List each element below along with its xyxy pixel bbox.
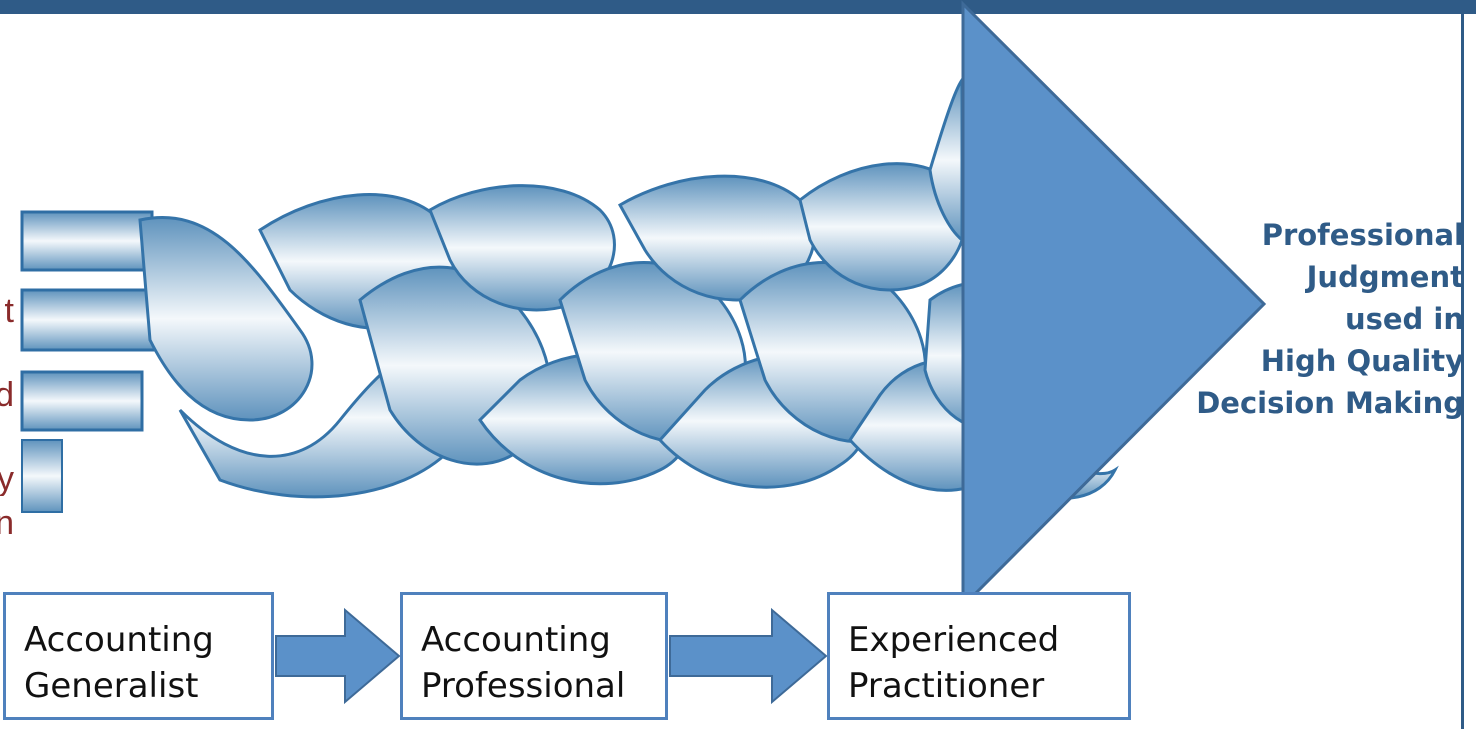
judgment-line-4: High Quality: [1260, 344, 1464, 378]
header-bar: [0, 0, 1476, 14]
stage-3-line-2: Practitioner: [848, 666, 1045, 706]
cut-text-4: n: [0, 506, 14, 540]
stage-1-line-1: Accounting: [24, 620, 214, 660]
stage-box-accounting-professional: Accounting Professional: [400, 592, 668, 720]
stage-2-line-2: Professional: [421, 666, 626, 706]
judgment-line-5: Decision Making: [1196, 386, 1464, 420]
professional-judgment-text: Professional Judgment used in High Quali…: [1124, 214, 1464, 424]
stage-box-accounting-generalist: Accounting Generalist: [3, 592, 274, 720]
judgment-line-1: Professional: [1261, 218, 1464, 252]
braid-strand-stubs: [20, 210, 164, 513]
right-border-rule: [1461, 14, 1464, 729]
judgment-line-3: used in: [1344, 302, 1464, 336]
stage-1-line-2: Generalist: [24, 666, 199, 706]
cut-text-2: d: [0, 378, 14, 412]
arrow-stage2-to-stage3: [669, 607, 828, 705]
judgment-line-2: Judgment: [1306, 260, 1464, 294]
stage-3-line-1: Experienced: [848, 620, 1060, 660]
cut-text-1: t: [4, 294, 14, 328]
stage-2-line-1: Accounting: [421, 620, 611, 660]
stage-box-experienced-practitioner: Experienced Practitioner: [827, 592, 1131, 720]
arrow-stage1-to-stage2: [275, 607, 401, 705]
cut-text-3: y: [0, 462, 14, 496]
large-arrow: [961, 0, 1267, 610]
